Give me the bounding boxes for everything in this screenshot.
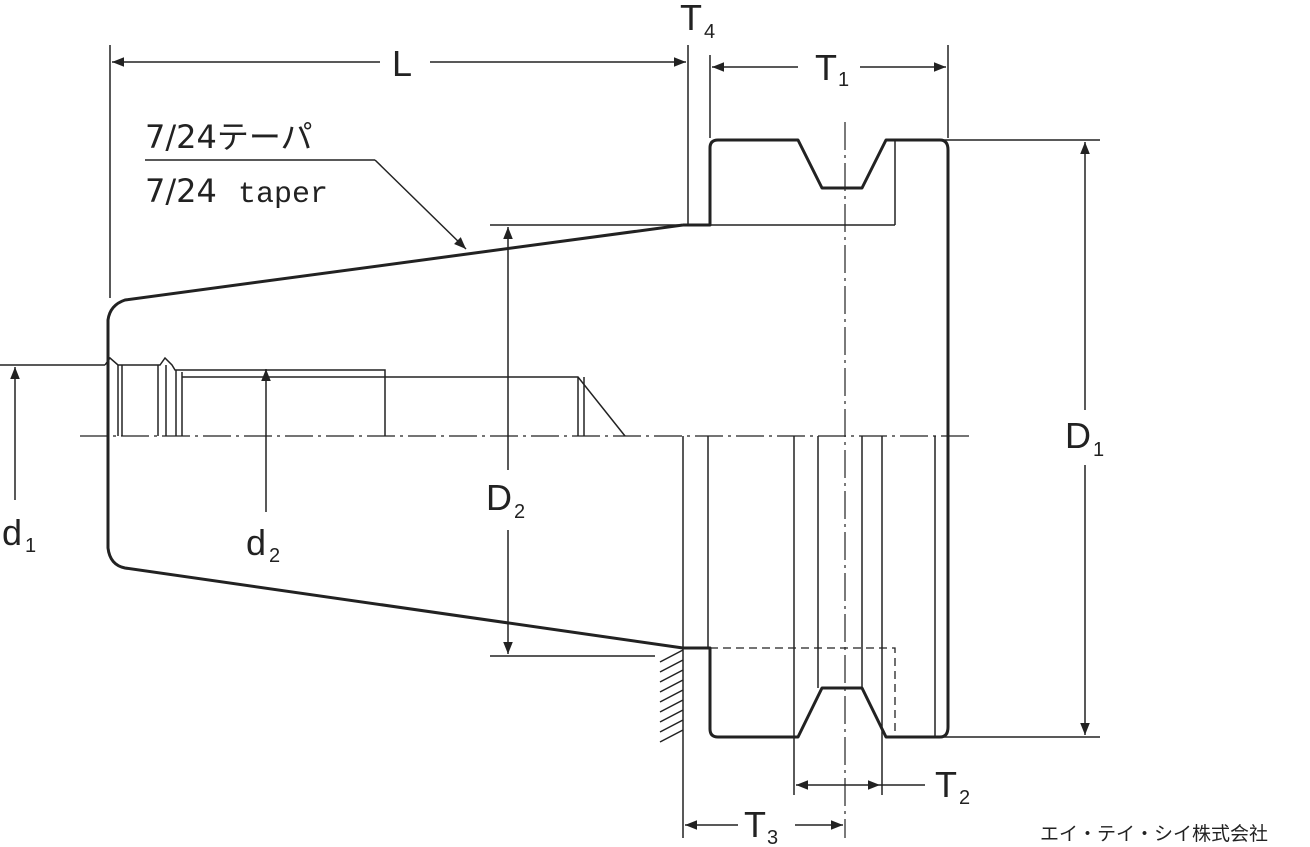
- svg-text:1: 1: [25, 535, 36, 557]
- label-T2: T 2: [935, 764, 970, 809]
- svg-text:D: D: [1065, 415, 1091, 456]
- label-D2: D 2: [486, 477, 525, 523]
- taper-label-jp: 7/24テーパ: [145, 118, 313, 156]
- body-outline: [106, 138, 950, 739]
- taper-leader: [145, 159, 467, 250]
- taper-label-en: 7/24 taper: [145, 172, 328, 212]
- label-d2: d 2: [246, 522, 280, 567]
- svg-text:7/24: 7/24: [145, 172, 217, 210]
- label-L: L: [392, 43, 412, 84]
- svg-text:taper: taper: [238, 178, 328, 212]
- center-lines: [80, 122, 970, 838]
- svg-text:2: 2: [514, 501, 525, 523]
- svg-text:T: T: [680, 0, 702, 38]
- label-T1: T 1: [815, 47, 849, 91]
- svg-text:d: d: [246, 522, 266, 563]
- company-name: エイ・テイ・シイ株式会社: [1040, 823, 1268, 845]
- extension-lines: [109, 45, 1100, 795]
- svg-text:2: 2: [959, 787, 970, 809]
- gauge-hatch: [659, 648, 684, 838]
- label-d1: d 1: [2, 512, 36, 557]
- svg-text:T: T: [935, 764, 957, 805]
- svg-text:1: 1: [838, 69, 849, 91]
- label-D1: D 1: [1065, 415, 1104, 461]
- svg-text:T: T: [744, 804, 766, 845]
- svg-text:D: D: [486, 477, 512, 518]
- hidden-lines: [710, 647, 896, 737]
- svg-text:1: 1: [1093, 439, 1104, 461]
- flange-inner-lines: [682, 140, 936, 737]
- svg-text:T: T: [815, 47, 837, 88]
- label-T4: T 4: [680, 0, 715, 43]
- label-T3: T 3: [744, 804, 778, 847]
- svg-text:2: 2: [269, 545, 280, 567]
- svg-text:d: d: [2, 512, 22, 553]
- internal-bore: [0, 356, 626, 437]
- svg-text:4: 4: [704, 21, 715, 43]
- svg-text:3: 3: [767, 827, 778, 847]
